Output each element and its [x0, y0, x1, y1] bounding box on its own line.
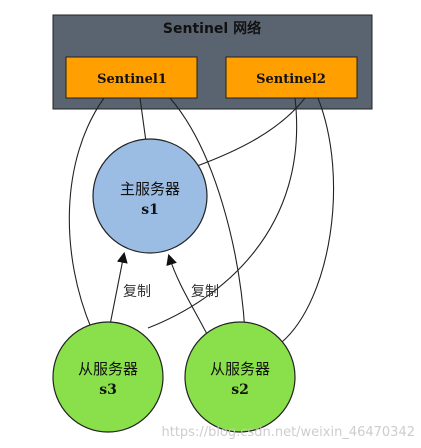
- sentinel2-node: [225, 56, 358, 99]
- sentinel1-label: Sentinel1: [97, 72, 167, 87]
- slave-s2-label-line1: 从服务器: [210, 360, 270, 378]
- slave-s3-node: [52, 321, 164, 433]
- slave-s3-label-line1: 从服务器: [78, 360, 138, 378]
- watermark-text: https://blog.csdn.net/weixin_46470342: [161, 425, 415, 440]
- sentinel-network-title: Sentinel 网络: [163, 20, 261, 37]
- slave-s2-node: [184, 321, 296, 433]
- master-node: [92, 138, 208, 254]
- slave-s3-label-line2: s3: [99, 382, 117, 398]
- master-label-line2: s1: [141, 202, 159, 218]
- link-sentinel2-s2: [281, 97, 335, 343]
- sentinel2-label: Sentinel2: [256, 72, 326, 87]
- sentinel1-node: [65, 56, 198, 99]
- replication-s3-master: [109, 251, 128, 326]
- link-sentinel2-s3: [147, 97, 298, 329]
- link-sentinel1-s3: [68, 97, 105, 331]
- slave-s2-label-line2: s2: [231, 382, 249, 398]
- replication-s2-master: [166, 253, 211, 341]
- replication-label-right: 复制: [191, 283, 219, 300]
- replication-label-left: 复制: [123, 283, 151, 300]
- master-label-line1: 主服务器: [120, 180, 180, 198]
- link-sentinel1-s2: [169, 97, 246, 333]
